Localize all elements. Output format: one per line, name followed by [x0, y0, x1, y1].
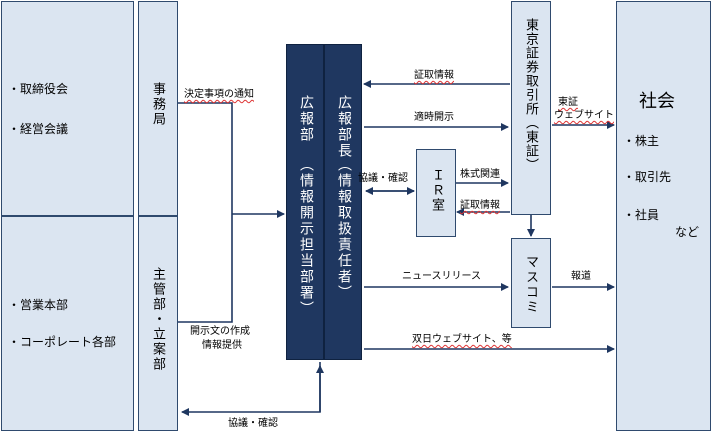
management-meeting-item: ・経営会議 [8, 122, 69, 136]
tse-website-label-2: ウェブサイト [554, 110, 614, 121]
society-box: 社会 ・株主 ・取引先 ・社員 など [616, 1, 711, 431]
society-title: 社会 [639, 91, 675, 112]
corporate-divisions-item: ・コーポレート各部 [8, 335, 117, 349]
tse-info-ir-label: 証取情報 [460, 200, 500, 211]
ir-office-box: ＩＲ室 [416, 149, 456, 237]
timely-disclosure-label: 適時開示 [414, 112, 454, 123]
secretariat-box: 事務局 [138, 1, 178, 216]
consult-bottom-label: 協議・確認 [228, 418, 278, 429]
ir-office-label: ＩＲ室 [429, 168, 444, 213]
info-provide-label: 情報提供 [202, 340, 242, 351]
employees-item: ・社員 [623, 208, 660, 222]
tse-info-label: 証取情報 [414, 70, 454, 81]
news-release-label: ニュースリリース [402, 271, 481, 282]
pr-manager-title: 広報部長 [336, 95, 352, 159]
pr-dept-title: 広報部 [298, 95, 314, 143]
tse-label: 東京証券取引所（東証） [523, 18, 538, 172]
media-label: マスコミ [523, 255, 538, 315]
pr-dept-subtitle: （情報開示担当部署） [298, 157, 314, 317]
tse-website-label-1: 東証 [558, 97, 578, 108]
responsible-dept-box: 主管部・立案部 [138, 216, 178, 431]
company-website-label: 双日ウェブサイト、等 [412, 334, 512, 345]
business-partners-item: ・取引先 [623, 170, 672, 184]
media-box: マスコミ [511, 238, 551, 328]
shareholders-item: ・株主 [623, 134, 660, 148]
disclosure-doc-label: 開示文の作成 [190, 326, 250, 337]
pr-manager-subtitle: （情報取扱責任者） [336, 157, 352, 301]
notice-label: 決定事項の通知 [184, 89, 254, 100]
responsible-dept-label: 主管部・立案部 [150, 267, 165, 372]
secretariat-label: 事務局 [150, 82, 165, 127]
etc-label: など [675, 225, 700, 239]
tse-box: 東京証券取引所（東証） [511, 1, 551, 215]
media-report-label: 報道 [571, 271, 591, 282]
divisions-box: ・営業本部 ・コーポレート各部 [1, 216, 134, 431]
board-item: ・取締役会 [8, 82, 69, 96]
pr-dept-box: 広報部 （情報開示担当部署） [286, 44, 324, 360]
sales-division-item: ・営業本部 [8, 298, 69, 312]
board-box: ・取締役会 ・経営会議 [1, 1, 134, 216]
stock-related-label: 株式関連 [460, 169, 500, 180]
consult-ir-label: 協議・確認 [358, 173, 408, 184]
pr-manager-box: 広報部長 （情報取扱責任者） [324, 44, 362, 360]
